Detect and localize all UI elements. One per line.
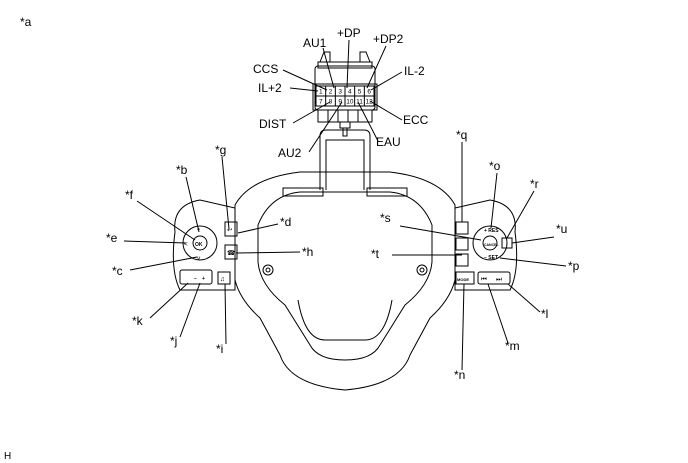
callout-t: *t	[371, 247, 380, 261]
callout-r: *r	[530, 177, 539, 191]
connector-pin-6: 6	[367, 89, 371, 96]
res-label: + RES	[484, 228, 499, 234]
mode-button-label: MODE	[457, 277, 469, 282]
label-il2: IL-2	[404, 64, 425, 78]
callout-m: *m	[505, 339, 520, 353]
connector-pin-1: 1	[319, 89, 323, 96]
callout-e: *e	[106, 231, 118, 245]
phone-icon: ☎	[227, 250, 235, 257]
phone-button	[224, 244, 238, 260]
left-arrow-icon: <	[184, 241, 188, 248]
connector-pin-12: 12	[366, 99, 374, 106]
label-ilp2: IL+2	[258, 81, 282, 95]
lda-button	[455, 253, 469, 267]
label-dist: DIST	[259, 117, 287, 131]
label-au1: AU1	[303, 36, 327, 50]
figure-id: *a	[20, 15, 32, 29]
voice-icon: ♫	[220, 276, 225, 283]
connector-pin-4: 4	[348, 89, 352, 96]
callout-u: *u	[556, 222, 567, 236]
label-dp2: +DP2	[373, 32, 404, 46]
connector-pin-5: 5	[358, 89, 362, 96]
callout-s: *s	[380, 211, 391, 225]
volume-minus-label: −	[194, 276, 197, 282]
connector-pin-7: 7	[319, 99, 323, 106]
seek-up-icon: ⏭	[496, 276, 502, 283]
distance-button	[455, 237, 469, 251]
callout-n: *n	[454, 368, 465, 382]
callout-o: *o	[489, 159, 501, 173]
callout-k: *k	[132, 314, 144, 328]
callout-h: *h	[302, 245, 313, 259]
ok-button-label: OK	[195, 242, 203, 248]
callout-f: *f	[125, 188, 134, 202]
callout-d: *d	[280, 215, 291, 229]
ok-button	[192, 235, 208, 251]
cancel-button-label: CANCEL	[484, 243, 499, 247]
connector-pin-11: 11	[356, 99, 363, 106]
callout-l: *l	[541, 307, 548, 321]
callout-p: *p	[568, 259, 580, 273]
lta-button	[455, 221, 469, 235]
steering-wheel-frame	[234, 171, 456, 391]
label-ccs: CCS	[253, 62, 278, 76]
label-dp: +DP	[337, 26, 361, 40]
label-au2: AU2	[278, 146, 302, 160]
back-icon: ↩	[227, 227, 232, 234]
callout-g: *g	[215, 143, 226, 157]
callout-leaders	[123, 142, 567, 371]
seek-switch	[477, 271, 511, 285]
volume-plus-label: +	[202, 276, 205, 282]
left-switch-pod: OK ^ v < ↩ ☎ − + ♫	[172, 199, 238, 291]
connector-pin-8: 8	[329, 99, 333, 106]
down-arrow-icon: v	[197, 255, 201, 262]
connector-pin-10: 10	[346, 99, 354, 106]
connector-cable	[319, 127, 371, 190]
callout-i: *i	[216, 342, 223, 356]
corner-mark: H	[4, 451, 11, 462]
connector-pin-3: 3	[338, 89, 342, 96]
callout-b: *b	[176, 163, 188, 177]
label-ecc: ECC	[403, 113, 429, 127]
voice-button	[217, 271, 231, 285]
callout-c: *c	[112, 264, 123, 278]
set-label: − SET	[484, 255, 498, 261]
connector-pin-9: 9	[338, 99, 342, 106]
cruise-ring	[472, 225, 508, 261]
volume-switch	[179, 269, 213, 285]
label-eau: EAU	[376, 135, 401, 149]
right-switch-pod: CANCEL + RES − SET MODE ⏮ ⏭	[454, 199, 518, 291]
connector-pin-2: 2	[329, 89, 333, 96]
cancel-button	[482, 235, 498, 251]
callout-q: *q	[456, 128, 467, 142]
connector-leaders	[282, 39, 403, 153]
seek-down-icon: ⏮	[481, 276, 487, 283]
mode-button	[455, 271, 475, 285]
back-button	[224, 221, 238, 237]
callout-j: *j	[170, 334, 177, 348]
